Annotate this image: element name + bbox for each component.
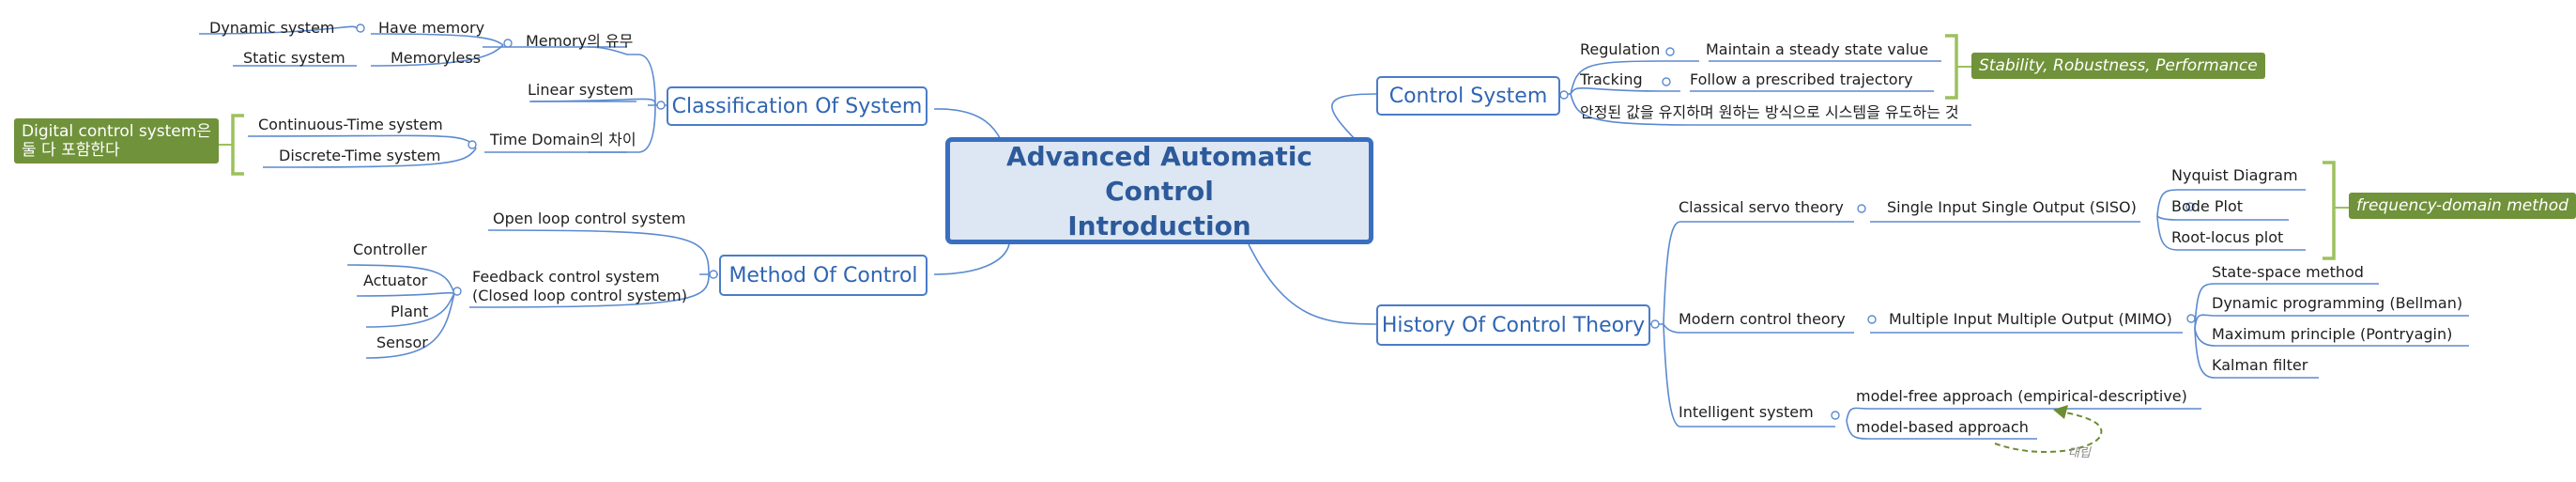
open-loop-node[interactable]: Open loop control system xyxy=(493,210,686,227)
central-title-line1: Advanced Automatic Control xyxy=(1005,140,1313,207)
regulation-node[interactable]: Regulation xyxy=(1580,40,1661,58)
history-branch[interactable]: History Of Control Theory xyxy=(1376,304,1650,346)
root-locus-node[interactable]: Root-locus plot xyxy=(2171,228,2284,246)
regulation-desc-node[interactable]: Maintain a steady state value xyxy=(1706,40,1929,58)
discrete-time-node[interactable]: Discrete-Time system xyxy=(279,147,441,164)
kalman-node[interactable]: Kalman filter xyxy=(2212,356,2308,374)
bode-node[interactable]: Bode Plot xyxy=(2171,197,2244,215)
intelligent-node[interactable]: Intelligent system xyxy=(1679,403,1814,421)
tracking-node[interactable]: Tracking xyxy=(1580,70,1643,88)
feedback-line2: (Closed loop control system) xyxy=(472,287,687,304)
stability-note[interactable]: Stability, Robustness, Performance xyxy=(1971,53,2265,79)
model-based-node[interactable]: model-based approach xyxy=(1856,418,2029,436)
have-memory-node[interactable]: Have memory xyxy=(378,19,485,37)
actuator-node[interactable]: Actuator xyxy=(363,272,428,289)
siso-node[interactable]: Single Input Single Output (SISO) xyxy=(1887,198,2137,216)
plant-node[interactable]: Plant xyxy=(391,303,429,320)
memory-node[interactable]: Memory의 유무 xyxy=(526,32,634,50)
mimo-node[interactable]: Multiple Input Multiple Output (MIMO) xyxy=(1889,310,2172,328)
controller-node[interactable]: Controller xyxy=(353,241,427,258)
feedback-line1: Feedback control system xyxy=(472,268,660,286)
method-branch[interactable]: Method Of Control xyxy=(719,255,928,296)
relation-label[interactable]: 대립 xyxy=(2068,446,2091,460)
central-title-line2: Introduction xyxy=(1067,210,1251,241)
memoryless-node[interactable]: Memoryless xyxy=(391,49,482,67)
nyquist-node[interactable]: Nyquist Diagram xyxy=(2171,166,2298,184)
classification-branch[interactable]: Classification Of System xyxy=(667,86,928,126)
state-space-node[interactable]: State-space method xyxy=(2212,263,2364,281)
sensor-node[interactable]: Sensor xyxy=(376,334,428,351)
continuous-time-node[interactable]: Continuous-Time system xyxy=(258,116,443,133)
control-system-branch[interactable]: Control System xyxy=(1376,76,1560,116)
definition-node[interactable]: 안정된 값을 유지하며 원하는 방식으로 시스템을 유도하는 것 xyxy=(1580,103,1959,121)
digital-control-note[interactable]: Digital control system은 둘 다 포함한다 xyxy=(14,118,219,163)
dynamic-programming-node[interactable]: Dynamic programming (Bellman) xyxy=(2212,294,2463,312)
classical-node[interactable]: Classical servo theory xyxy=(1679,198,1844,216)
linear-system-node[interactable]: Linear system xyxy=(528,81,634,99)
time-domain-node[interactable]: Time Domain의 차이 xyxy=(490,131,636,148)
model-free-node[interactable]: model-free approach (empirical-descripti… xyxy=(1856,387,2187,405)
maximum-principle-node[interactable]: Maximum principle (Pontryagin) xyxy=(2212,325,2453,343)
dynamic-system-node[interactable]: Dynamic system xyxy=(209,19,335,37)
feedback-node[interactable]: Feedback control system (Closed loop con… xyxy=(472,268,687,305)
frequency-domain-note[interactable]: frequency-domain method xyxy=(2349,193,2576,219)
static-system-node[interactable]: Static system xyxy=(243,49,345,67)
digital-note-line1: Digital control system은 xyxy=(22,122,211,141)
tracking-desc-node[interactable]: Follow a prescribed trajectory xyxy=(1690,70,1913,88)
digital-note-line2: 둘 다 포함한다 xyxy=(22,141,120,160)
modern-node[interactable]: Modern control theory xyxy=(1679,310,1846,328)
central-topic[interactable]: Advanced Automatic Control Introduction xyxy=(945,137,1373,244)
